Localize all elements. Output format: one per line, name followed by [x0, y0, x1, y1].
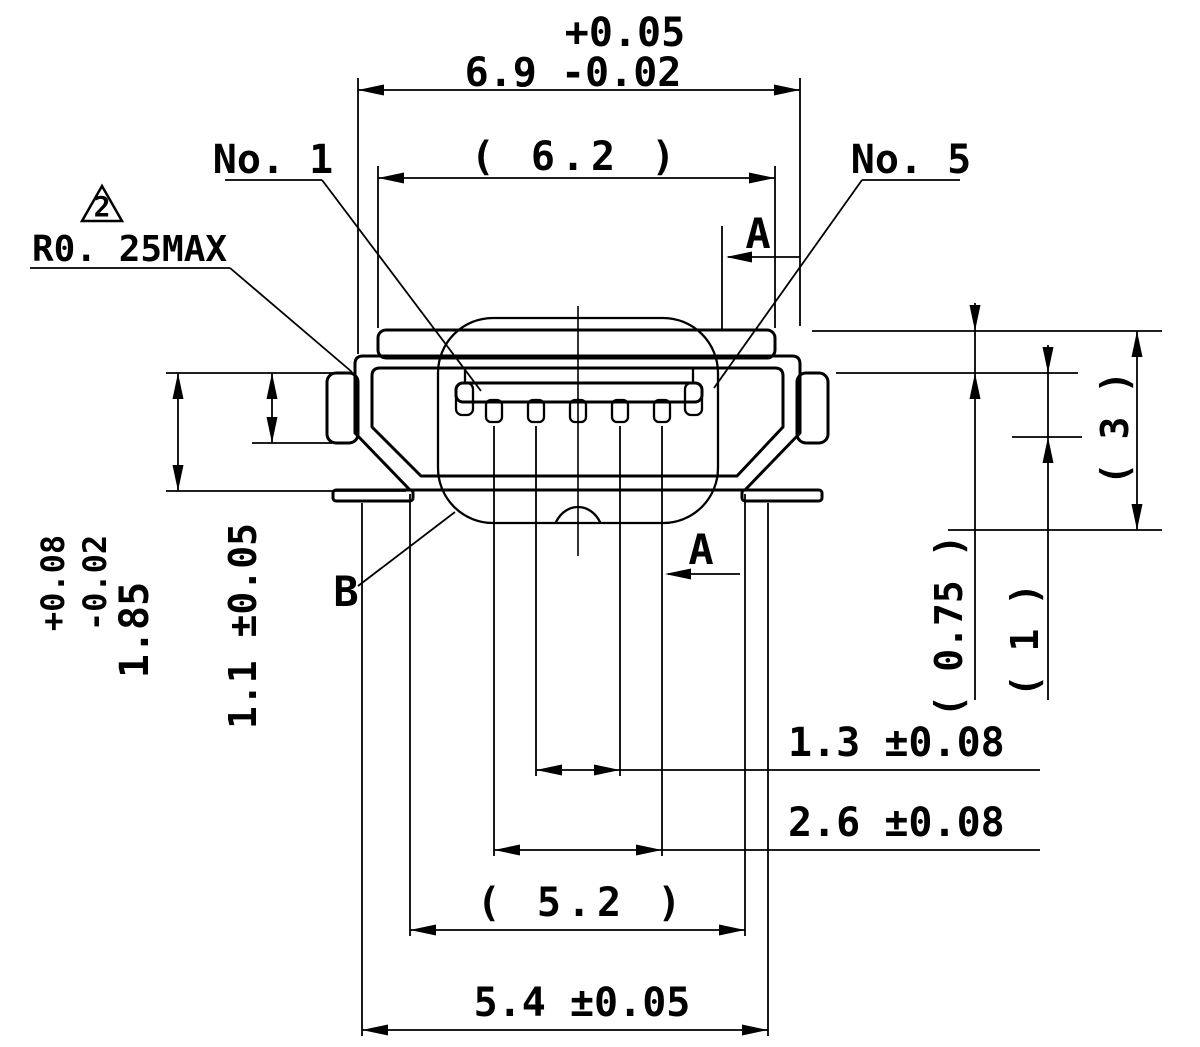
radius-leader [229, 267, 353, 373]
pin-2 [526, 398, 546, 424]
dim-ref-075: ( 0.75 ) [927, 534, 971, 717]
label-section-a-top: A [745, 209, 770, 258]
section-arrow-top [726, 251, 752, 263]
revision-triangle-icon [79, 183, 125, 223]
dim-ref-3: ( 3 ) [1093, 371, 1137, 485]
left-mount-tab [325, 371, 360, 445]
dimension-lines [30, 78, 1162, 1036]
right-mount-tab [795, 371, 830, 445]
pin-5 [652, 398, 672, 424]
tongue-hook-left [454, 381, 475, 417]
label-detail-b: B [333, 567, 358, 616]
label-pin-no5: No. 5 [851, 137, 971, 183]
dim-flange-width-ref: ( 6.2 ) [471, 134, 682, 180]
no1-leader [321, 179, 482, 392]
shell-inner-opening [370, 366, 785, 478]
label-revision-number: 2 [94, 190, 111, 223]
pin-4 [610, 398, 630, 424]
contact-tongue [454, 366, 704, 424]
pin-1 [484, 398, 504, 424]
dim-pin-pitch-inner: 1.3 ±0.08 [788, 720, 1005, 766]
dim-tab-height: 1.1 ±0.05 [221, 523, 265, 729]
dim-pin-pitch-outer: 2.6 ±0.08 [788, 800, 1005, 846]
section-arrow-bottom [665, 568, 691, 580]
dim-shell-height-tol-plus: +0.08 [34, 535, 72, 631]
dimension-arrowheads [172, 84, 1143, 1036]
tongue-hook-right [683, 381, 704, 417]
right-solder-foot [740, 488, 824, 503]
dim-foot-span: 5.4 ±0.05 [474, 980, 691, 1026]
dim-shell-height: 1.85 [112, 582, 158, 678]
dimension-text: +0.05 6.9 -0.02 ( 6.2 ) No. 1 No. 5 A A … [32, 10, 1137, 1026]
dim-bottom-width-ref: ( 5.2 ) [477, 880, 688, 926]
b-leader [357, 511, 456, 587]
dim-overall-width: 6.9 -0.02 [465, 50, 682, 96]
dim-ref-1: ( 1 ) [1003, 583, 1047, 697]
dim-shell-height-tol-minus: -0.02 [76, 535, 114, 631]
label-radius-note: R0. 25MAX [32, 229, 227, 270]
dim-overall-width-tol-plus: +0.05 [565, 10, 685, 56]
label-pin-no1: No. 1 [213, 137, 333, 183]
left-solder-foot [331, 488, 415, 503]
label-section-a-bottom: A [688, 525, 713, 574]
connector-shell [325, 328, 830, 503]
no5-leader [713, 179, 863, 389]
shell-top-flange [376, 328, 777, 360]
